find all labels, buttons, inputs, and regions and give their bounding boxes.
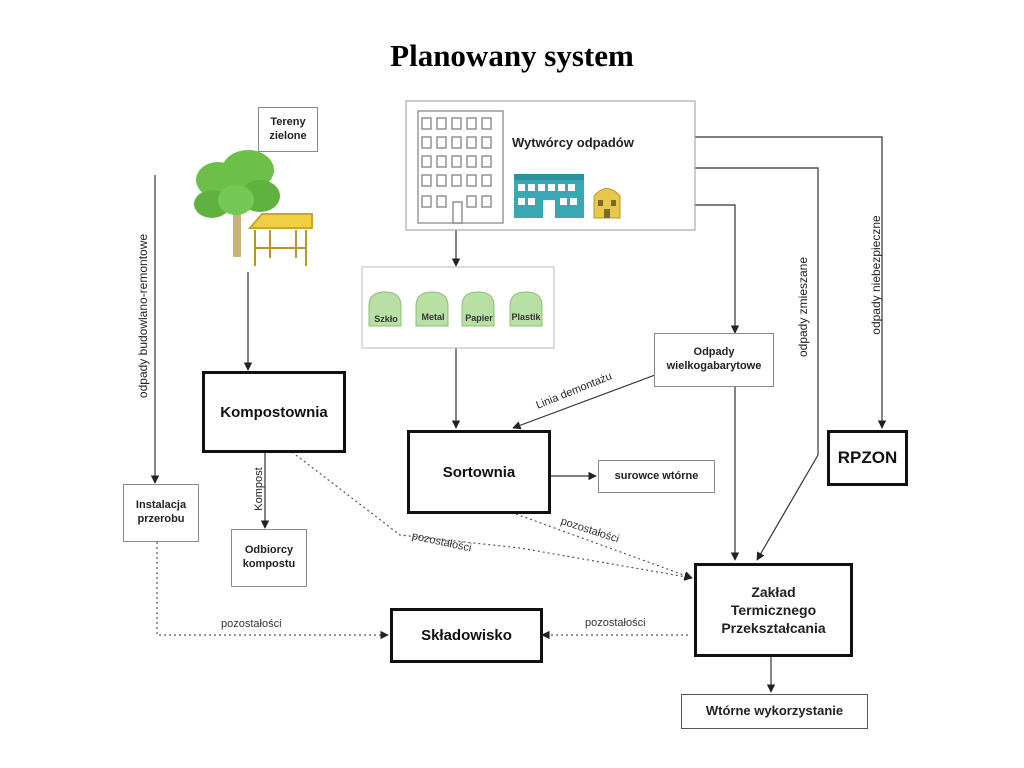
tereny-zielone-label-1: Tereny <box>270 115 306 128</box>
gazebo-icon <box>247 213 313 266</box>
house-icon <box>593 188 621 219</box>
odbiorcy-box: Odbiorcy kompostu <box>231 529 307 587</box>
tereny-zielone-box: Tereny zielone <box>258 107 318 152</box>
wtorne-box: Wtórne wykorzystanie <box>681 694 868 729</box>
skladowisko-label: Składowisko <box>421 627 512 644</box>
office-building-icon <box>417 110 504 224</box>
surowce-box: surowce wtórne <box>598 460 715 493</box>
odpady-wielko-label-1: Odpady <box>693 346 735 359</box>
flow-label-niebezpieczne: odpady niebezpieczne <box>869 215 883 335</box>
rpzon-box: RPZON <box>827 430 908 486</box>
wtorne-label: Wtórne wykorzystanie <box>705 703 844 719</box>
wytworcy-label: Wytwórcy odpadów <box>512 135 634 150</box>
arrow-wytworcy-wielko <box>695 204 740 334</box>
bin-label-plastic: Plastik <box>511 312 541 322</box>
arrow-zmieszane <box>695 167 819 561</box>
page-title: Planowany system <box>390 38 634 73</box>
arrow-wielko-sortownia <box>512 374 656 430</box>
dotted-instalacja-skladowisko <box>156 542 389 640</box>
bin-plastic-icon <box>509 291 543 327</box>
surowce-label: surowce wtórne <box>614 469 699 482</box>
sortownia-label: Sortownia <box>442 463 516 481</box>
flow-label-pozostalosci-instalacja: pozostałości <box>221 618 282 630</box>
instalacja-label-1: Instalacja <box>135 499 187 512</box>
bin-metal-icon <box>415 291 449 327</box>
flow-label-zmieszane: odpady zmieszane <box>796 256 810 358</box>
instalacja-label-2: przerobu <box>137 513 185 525</box>
odpady-wielko-box: Odpady wielkogabarytowe <box>654 333 774 387</box>
zaklad-label-3: Przekształcania <box>721 620 826 637</box>
flow-label-kompost: Kompost <box>253 467 265 511</box>
kompostownia-label: Kompostownia <box>220 403 328 421</box>
rpzon-label: RPZON <box>837 448 898 467</box>
arrow-niebezpieczne <box>695 136 887 429</box>
zaklad-box: Zakład Termicznego Przekształcania <box>694 563 853 657</box>
sortownia-box: Sortownia <box>407 430 551 514</box>
odpady-wielko-label-2: wielkogabarytowe <box>666 360 762 372</box>
bin-paper-icon <box>461 291 495 327</box>
tereny-zielone-label-2: zielone <box>269 129 307 142</box>
instalacja-box: Instalacja przerobu <box>123 484 199 542</box>
dotted-kompostownia-zaklad <box>291 451 693 581</box>
kompostownia-box: Kompostownia <box>202 371 346 453</box>
odbiorcy-label-2: kompostu <box>242 558 296 570</box>
zaklad-label-2: Termicznego <box>730 601 817 618</box>
bin-glass-icon <box>368 291 402 327</box>
skladowisko-box: Składowisko <box>390 608 543 663</box>
odbiorcy-label-1: Odbiorcy <box>244 544 294 557</box>
bin-label-metal: Metal <box>421 312 445 322</box>
bin-label-paper: Papier <box>465 313 493 323</box>
flow-label-budowlano: odpady budowlano-remontowe <box>136 233 150 399</box>
tree-icon <box>194 150 280 257</box>
dotted-sortownia-zaklad <box>515 513 693 580</box>
teal-building-icon <box>514 174 584 218</box>
bin-label-glass: Szkło <box>374 314 398 324</box>
zaklad-label-1: Zakład <box>751 583 796 600</box>
flow-label-pozostalosci-zaklad: pozostałości <box>585 617 646 629</box>
